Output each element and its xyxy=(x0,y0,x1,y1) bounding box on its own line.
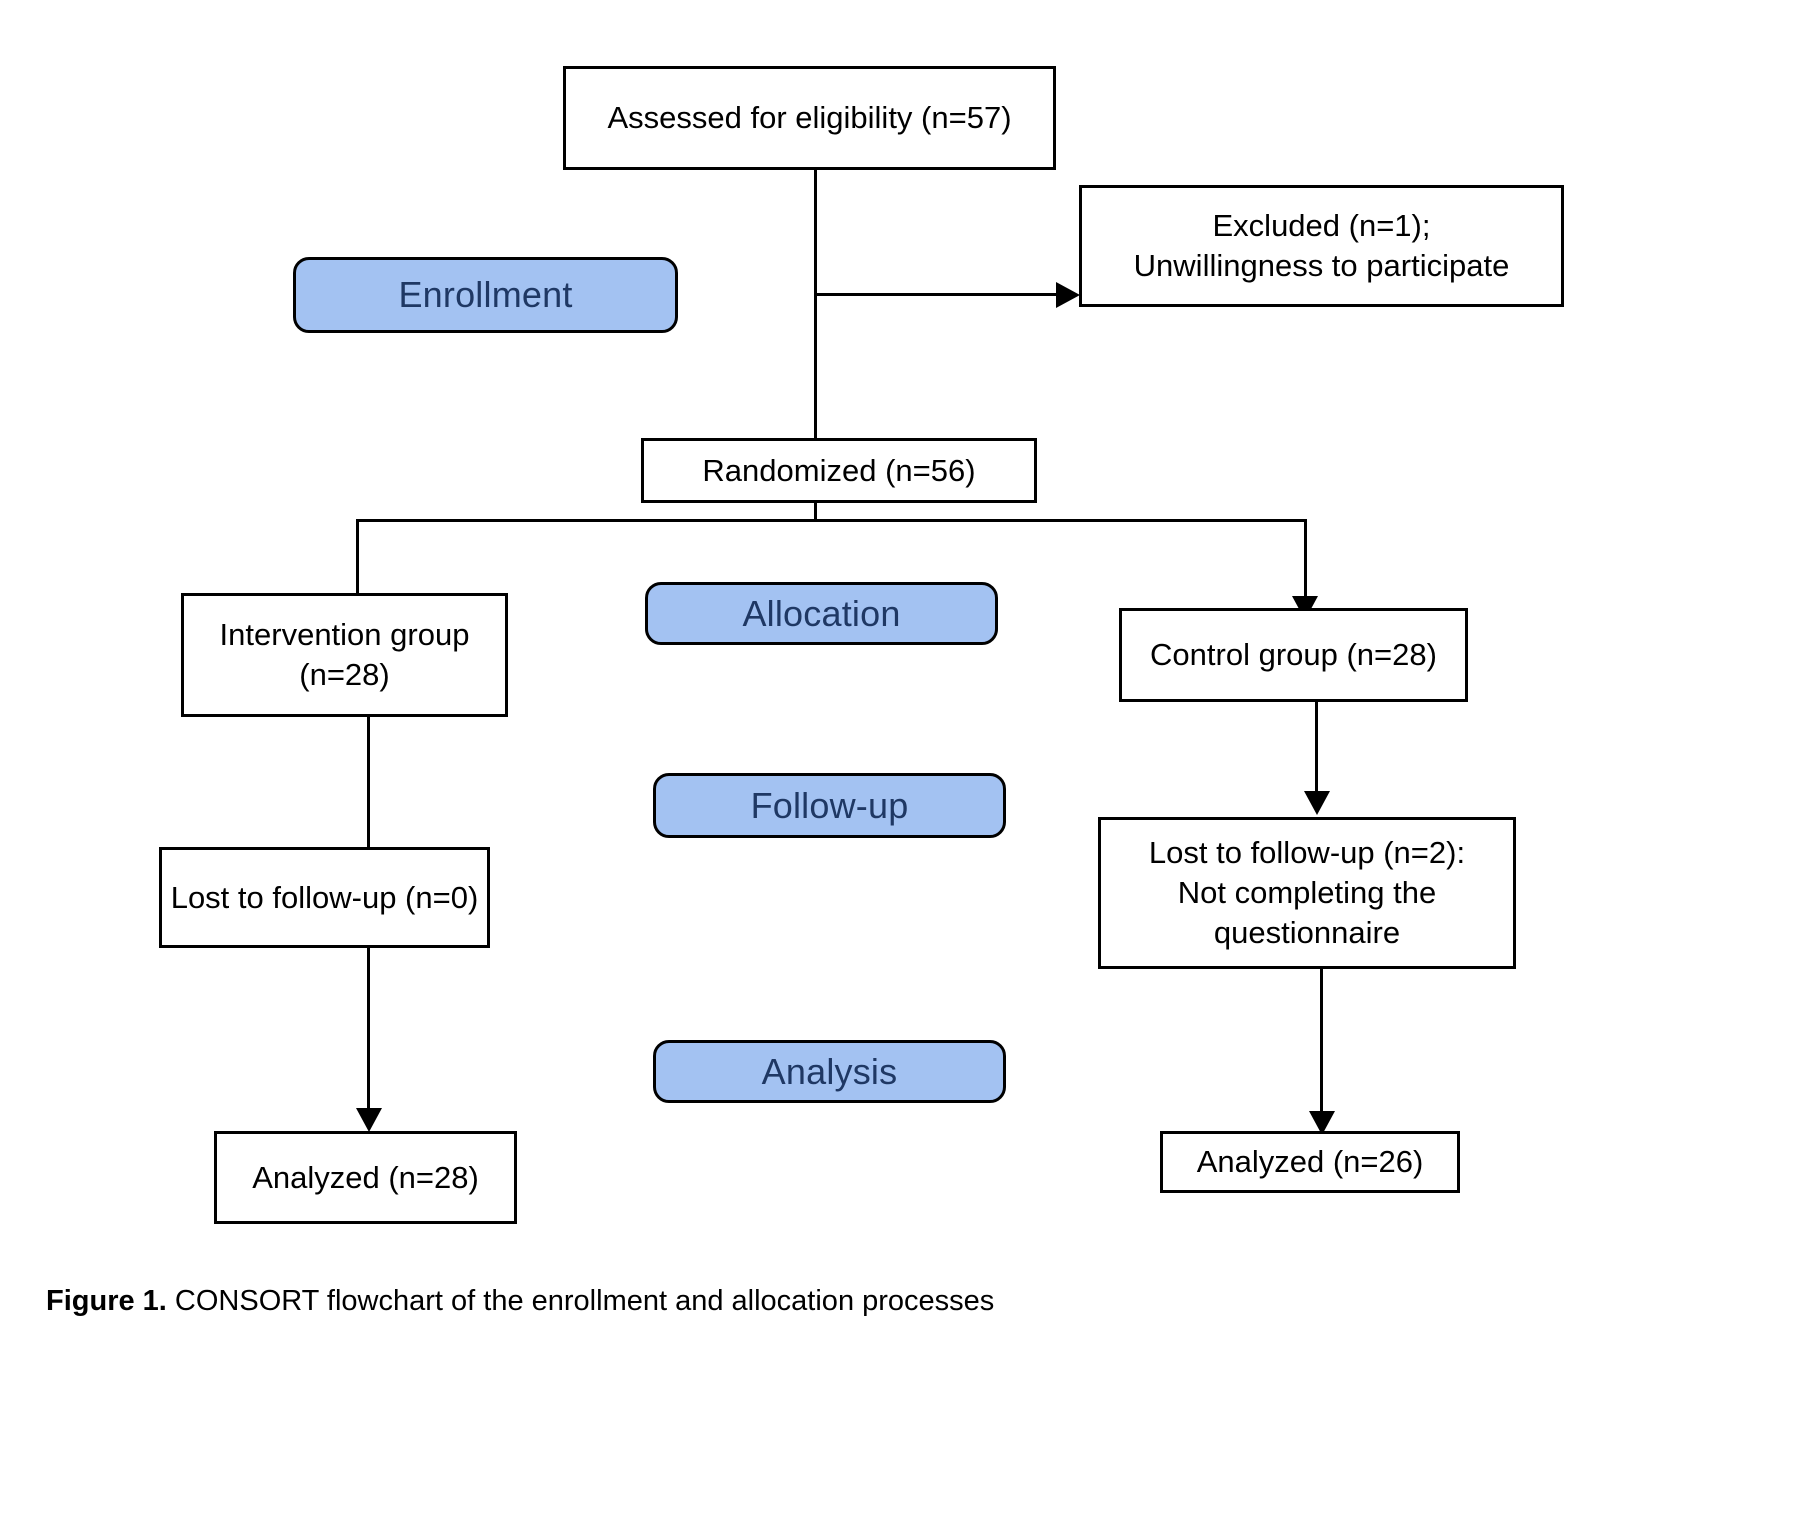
connector-to-control xyxy=(1304,519,1307,602)
node-intervention-line2: (n=28) xyxy=(299,657,390,692)
connector-to-intervention xyxy=(356,519,359,594)
node-lost-control-line2: Not completing the xyxy=(1177,875,1437,911)
figure-caption: Figure 1. CONSORT flowchart of the enrol… xyxy=(46,1285,994,1318)
stage-pill-analysis-label: Analysis xyxy=(761,1050,898,1092)
connector-to-excluded xyxy=(814,293,1056,296)
node-randomized: Randomized (n=56) xyxy=(641,438,1037,503)
stage-pill-followup: Follow-up xyxy=(653,773,1006,838)
node-lost-intervention-label: Lost to follow-up (n=0) xyxy=(170,879,479,915)
stage-pill-allocation: Allocation xyxy=(645,582,998,645)
connector-control-to-lost xyxy=(1315,702,1318,795)
connector-assessed-to-randomized xyxy=(814,170,817,438)
arrow-control-to-lost-icon xyxy=(1304,791,1330,815)
connector-randomized-split xyxy=(356,519,1307,522)
figure-caption-label: Figure 1. xyxy=(46,1285,167,1317)
node-analyzed-intervention-label: Analyzed (n=28) xyxy=(252,1159,479,1195)
arrow-to-excluded-icon xyxy=(1056,282,1080,308)
node-analyzed-control: Analyzed (n=26) xyxy=(1160,1131,1460,1193)
arrow-analyzed-intervention-icon xyxy=(356,1108,382,1132)
node-lost-control-line3: questionnaire xyxy=(1213,914,1401,950)
node-assessed-label: Assessed for eligibility (n=57) xyxy=(607,100,1012,136)
stage-pill-enrollment: Enrollment xyxy=(293,257,678,333)
node-analyzed-control-label: Analyzed (n=26) xyxy=(1196,1144,1424,1180)
node-intervention-line1: Intervention group xyxy=(219,617,470,653)
node-control-group: Control group (n=28) xyxy=(1119,608,1468,702)
stage-pill-analysis: Analysis xyxy=(653,1040,1006,1103)
node-control-label: Control group (n=28) xyxy=(1150,637,1437,673)
figure-caption-text: CONSORT flowchart of the enrollment and … xyxy=(166,1285,995,1317)
connector-randomized-stem xyxy=(814,503,817,521)
connector-lost-to-analyzed-control xyxy=(1320,969,1323,1115)
node-lost-followup-intervention: Lost to follow-up (n=0) xyxy=(159,847,490,948)
node-excluded: Excluded (n=1); Unwillingness to partici… xyxy=(1079,185,1564,307)
node-excluded-line1: Excluded (n=1); xyxy=(1212,208,1431,244)
node-assessed-for-eligibility: Assessed for eligibility (n=57) xyxy=(563,66,1056,170)
stage-pill-allocation-label: Allocation xyxy=(742,592,901,634)
node-intervention-group: Intervention group (n=28) xyxy=(181,593,508,717)
stage-pill-enrollment-label: Enrollment xyxy=(398,274,573,315)
node-randomized-label: Randomized (n=56) xyxy=(702,452,976,488)
connector-intervention-to-lost xyxy=(367,717,370,847)
node-lost-control-line1: Lost to follow-up (n=2): xyxy=(1148,835,1466,871)
connector-lost-to-analyzed-intervention xyxy=(367,948,370,1112)
stage-pill-followup-label: Follow-up xyxy=(750,784,909,826)
node-lost-followup-control: Lost to follow-up (n=2): Not completing … xyxy=(1098,817,1516,969)
node-analyzed-intervention: Analyzed (n=28) xyxy=(214,1131,517,1224)
node-excluded-line2: Unwillingness to participate xyxy=(1133,248,1510,283)
